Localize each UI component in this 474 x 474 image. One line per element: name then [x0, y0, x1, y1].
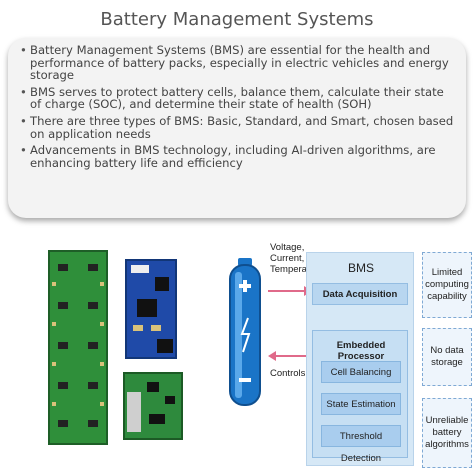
- battery-icon: [229, 258, 261, 406]
- bullet-item: BMS serves to protect battery cells, bal…: [20, 85, 454, 111]
- limitation-box: No data storage: [422, 328, 472, 386]
- bms-board-image-small: [123, 372, 183, 440]
- input-signals-label: Voltage, Current, Temperature: [270, 242, 324, 275]
- bullet-list: Battery Management Systems (BMS) are ess…: [20, 44, 454, 169]
- controls-label: Controls: [270, 368, 306, 379]
- bms-board-image-tall: [48, 250, 108, 445]
- embedded-processor-title: Embedded Processor: [336, 340, 386, 362]
- threshold-detection-block: Threshold Detection: [321, 425, 401, 464]
- page-title: Battery Management Systems: [100, 9, 374, 30]
- cell-balancing-block: Cell Balancing: [321, 361, 401, 383]
- bullet-item: Battery Management Systems (BMS) are ess…: [20, 44, 454, 82]
- bullet-item: Advancements in BMS technology, includin…: [20, 144, 454, 169]
- data-acquisition-block: Data Acquisition: [312, 283, 408, 305]
- limitation-box: Unreliable battery algorithms: [422, 398, 472, 468]
- bullet-item: There are three types of BMS: Basic, Sta…: [20, 115, 454, 140]
- bms-title: BMS: [347, 261, 374, 275]
- state-estimation-block: State Estimation: [321, 393, 401, 415]
- summary-card: Battery Management Systems (BMS) are ess…: [8, 38, 466, 218]
- embedded-processor-block: Embedded Processor Cell Balancing State …: [312, 330, 408, 464]
- controls-arrowhead: [268, 351, 276, 361]
- bms-board-image-blue: [125, 259, 177, 359]
- limitation-box: Limited computing capability: [422, 252, 472, 318]
